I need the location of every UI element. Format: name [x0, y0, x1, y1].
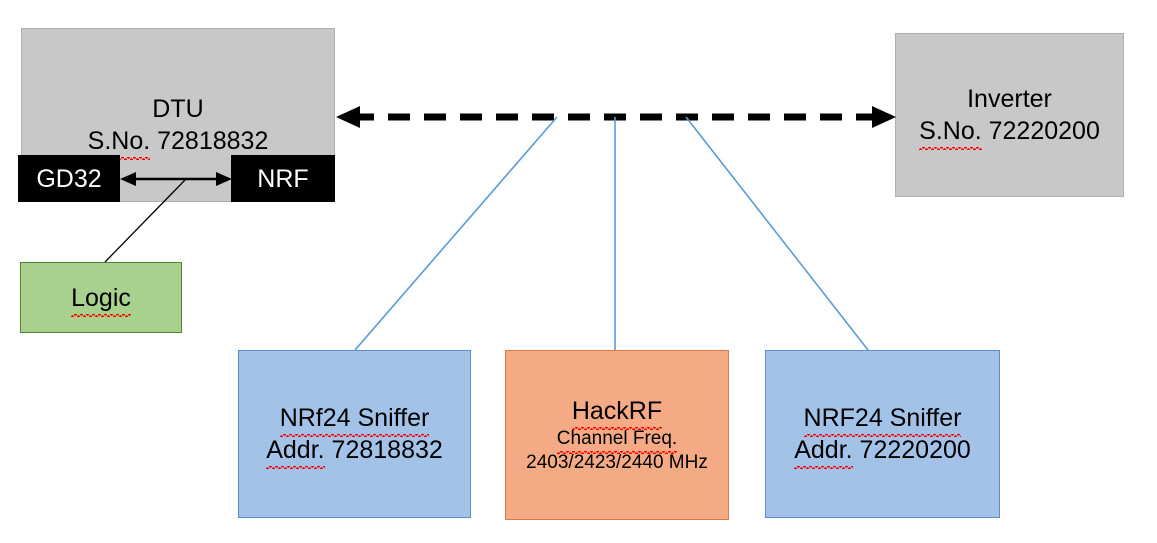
- node-gd32[interactable]: GD32: [18, 155, 120, 202]
- sniffer-right-line2: Addr. 72220200: [794, 434, 971, 469]
- hackrf-line1: HackRF: [571, 397, 663, 430]
- dtu-serial-label: S.No.: [87, 127, 151, 160]
- sniffer-right-addr-label: Addr.: [794, 436, 853, 469]
- node-sniffer-left[interactable]: NRf24 Sniffer Addr. 72818832: [238, 350, 471, 518]
- sniffer-left-line2: Addr. 72818832: [266, 434, 443, 469]
- inverter-serial-label: S.No.: [919, 117, 982, 150]
- nrf-label: NRF: [257, 164, 309, 193]
- node-hackrf[interactable]: HackRF Channel Freq. 2403/2423/2440 MHz: [505, 350, 729, 520]
- connector-sniffer-right-to-rf-link: [685, 116, 869, 351]
- connector-dtu-inverter-rf-link: [336, 106, 896, 128]
- sniffer-right-addr-value: 72220200: [859, 436, 971, 464]
- node-sniffer-right[interactable]: NRF24 Sniffer Addr. 72220200: [765, 350, 1000, 518]
- inverter-serial-value: 72220200: [988, 117, 1100, 145]
- hackrf-line3: 2403/2423/2440 MHz: [526, 452, 708, 473]
- node-logic[interactable]: Logic: [20, 262, 182, 333]
- dtu-line1: DTU: [152, 95, 204, 123]
- sniffer-left-addr-label: Addr.: [266, 436, 325, 469]
- connector-sniffer-left-to-rf-link: [354, 116, 558, 351]
- sniffer-right-line1: NRF24 Sniffer: [803, 404, 962, 437]
- inverter-line2: S.No. 72220200: [919, 115, 1100, 150]
- dtu-line2: S.No. 72818832: [87, 125, 269, 160]
- sniffer-left-addr-value: 72818832: [331, 436, 443, 464]
- node-nrf[interactable]: NRF: [231, 155, 335, 202]
- inverter-line1: Inverter: [967, 85, 1052, 113]
- gd32-label: GD32: [36, 164, 102, 193]
- dtu-serial-value: 72818832: [157, 127, 269, 155]
- hackrf-line2: Channel Freq.: [556, 428, 678, 454]
- sniffer-left-line1: NRf24 Sniffer: [279, 404, 430, 437]
- node-inverter[interactable]: Inverter S.No. 72220200: [895, 33, 1124, 197]
- logic-label: Logic: [71, 283, 131, 317]
